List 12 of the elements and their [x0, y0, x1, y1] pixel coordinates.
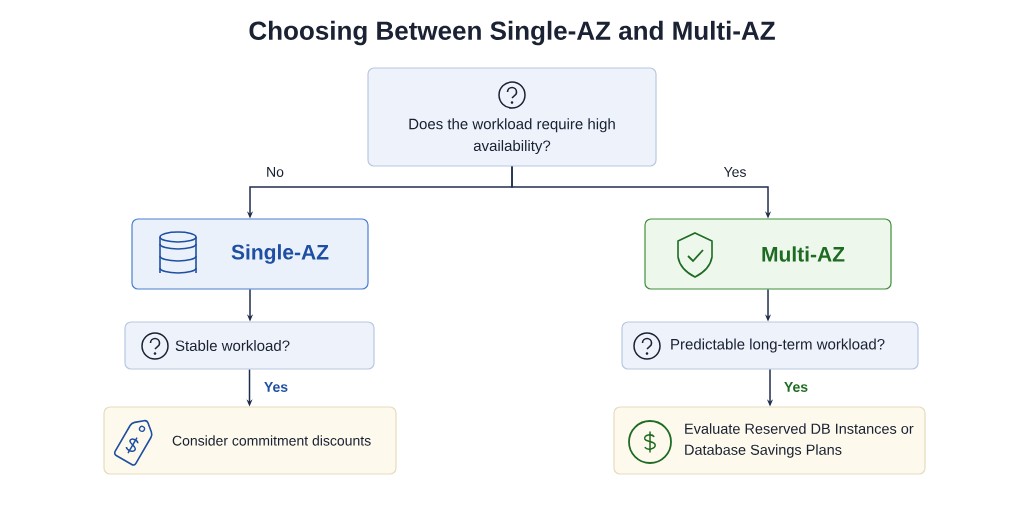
question-box: Predictable long-term workload? [621, 321, 919, 370]
edge-label: Yes [264, 382, 288, 392]
question-box: Does the workload require high availability? [367, 67, 657, 167]
recommendation-box: Consider commitment discounts [103, 406, 397, 475]
option-box: Multi-AZ [644, 218, 892, 290]
option-box: Single-AZ [131, 218, 369, 290]
question-box: Stable workload? [124, 321, 375, 370]
edge-label: No [267, 167, 284, 177]
title: Choosing Between Single-AZ and Multi-AZ [249, 20, 775, 46]
recommendation-box: Evaluate Reserved DB Instances or Database Savings Plans [613, 406, 926, 475]
edge-label: Yes [784, 382, 808, 392]
edge-label: Yes [723, 167, 746, 177]
